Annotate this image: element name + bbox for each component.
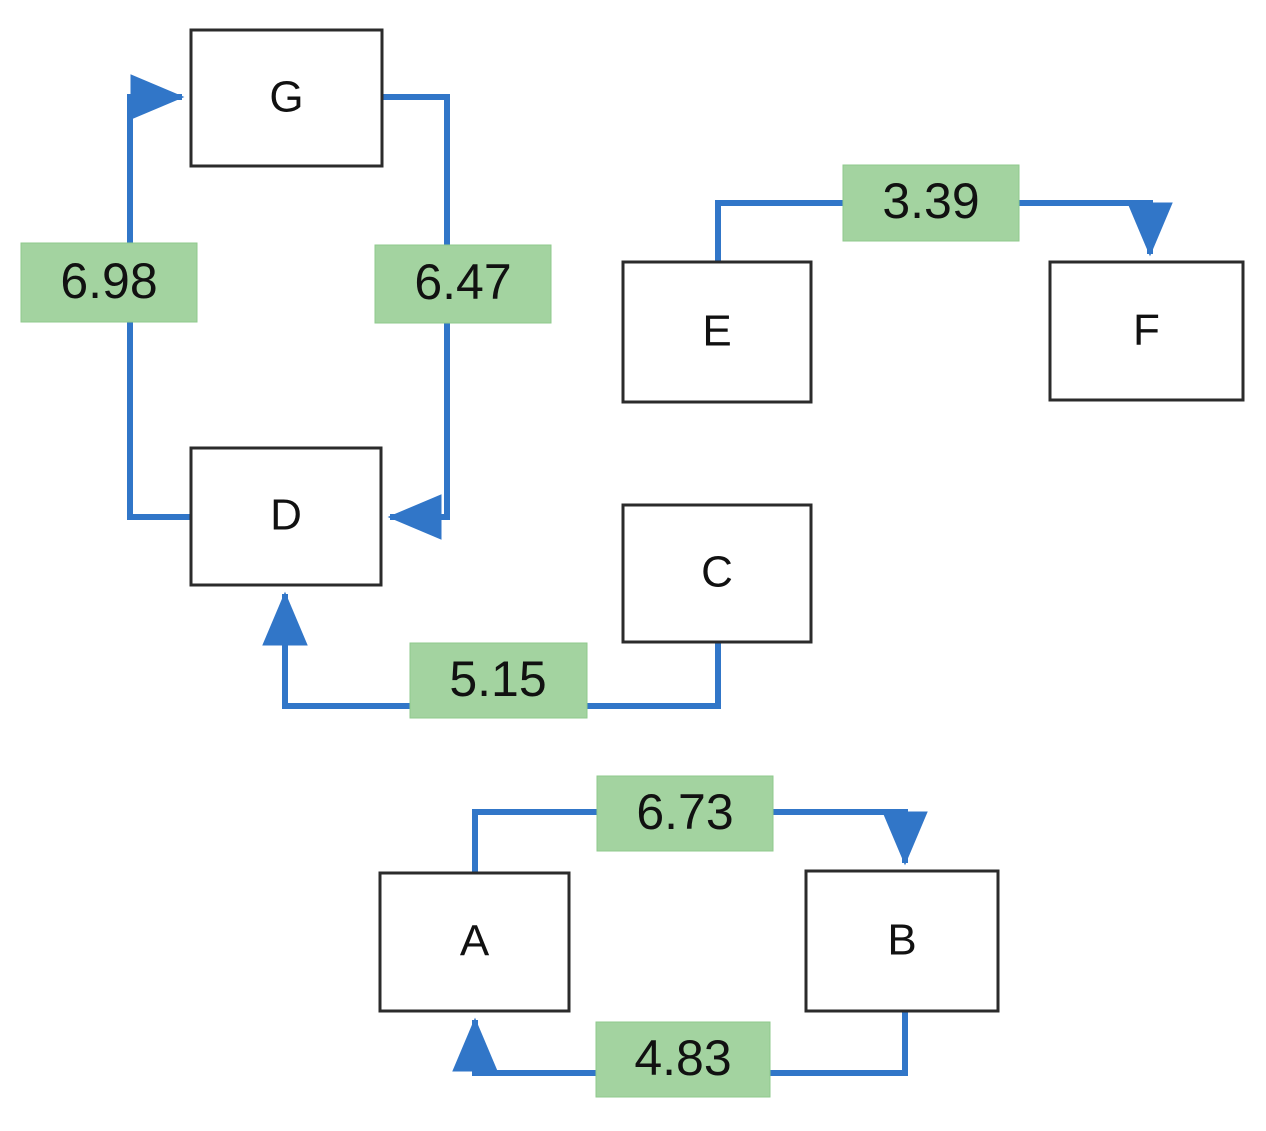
node-e[interactable]: E xyxy=(621,260,813,404)
node-d[interactable]: D xyxy=(189,446,383,587)
node-g[interactable]: G xyxy=(189,28,384,168)
edge-weight-bg-4-83 xyxy=(595,1021,771,1098)
node-f[interactable]: F xyxy=(1048,260,1245,402)
node-c[interactable]: C xyxy=(621,503,813,644)
node-label-f: F xyxy=(1133,306,1160,355)
edge-weight-label-6-47: 6.47 xyxy=(414,254,511,310)
node-a[interactable]: A xyxy=(378,871,571,1013)
edge-weight-6-47[interactable]: 6.47 xyxy=(374,244,552,324)
edge-weight-6-73[interactable]: 6.73 xyxy=(596,775,774,852)
node-rect-e[interactable] xyxy=(621,260,813,404)
node-label-b: B xyxy=(887,916,916,965)
edge-weight-3-39[interactable]: 3.39 xyxy=(842,164,1020,242)
node-label-a: A xyxy=(460,917,490,966)
edge-weight-bg-3-39 xyxy=(842,164,1020,242)
node-rect-g[interactable] xyxy=(189,28,384,168)
edge-weight-4-83[interactable]: 4.83 xyxy=(595,1021,771,1098)
edge-weight-label-5-15: 5.15 xyxy=(449,651,546,707)
node-label-c: C xyxy=(701,548,733,597)
node-label-d: D xyxy=(270,491,302,540)
edge-weight-bg-5-15 xyxy=(409,642,588,719)
node-rect-a[interactable] xyxy=(378,871,571,1013)
node-label-g: G xyxy=(269,73,303,122)
edge-weight-6-98[interactable]: 6.98 xyxy=(20,242,198,323)
edge-weight-bg-6-98 xyxy=(20,242,198,323)
edge-weight-label-3-39: 3.39 xyxy=(882,173,979,229)
node-rect-c[interactable] xyxy=(621,503,813,644)
edge-weight-bg-6-73 xyxy=(596,775,774,852)
node-b[interactable]: B xyxy=(804,869,1000,1013)
edge-weight-5-15[interactable]: 5.15 xyxy=(409,642,588,719)
node-rect-b[interactable] xyxy=(804,869,1000,1013)
edge-weight-label-6-98: 6.98 xyxy=(60,253,157,309)
node-rect-d[interactable] xyxy=(189,446,383,587)
node-label-e: E xyxy=(702,307,731,356)
edge-weight-label-6-73: 6.73 xyxy=(636,784,733,840)
edge-weight-label-4-83: 4.83 xyxy=(634,1030,731,1086)
node-rect-f[interactable] xyxy=(1048,260,1245,402)
edge-weight-bg-6-47 xyxy=(374,244,552,324)
